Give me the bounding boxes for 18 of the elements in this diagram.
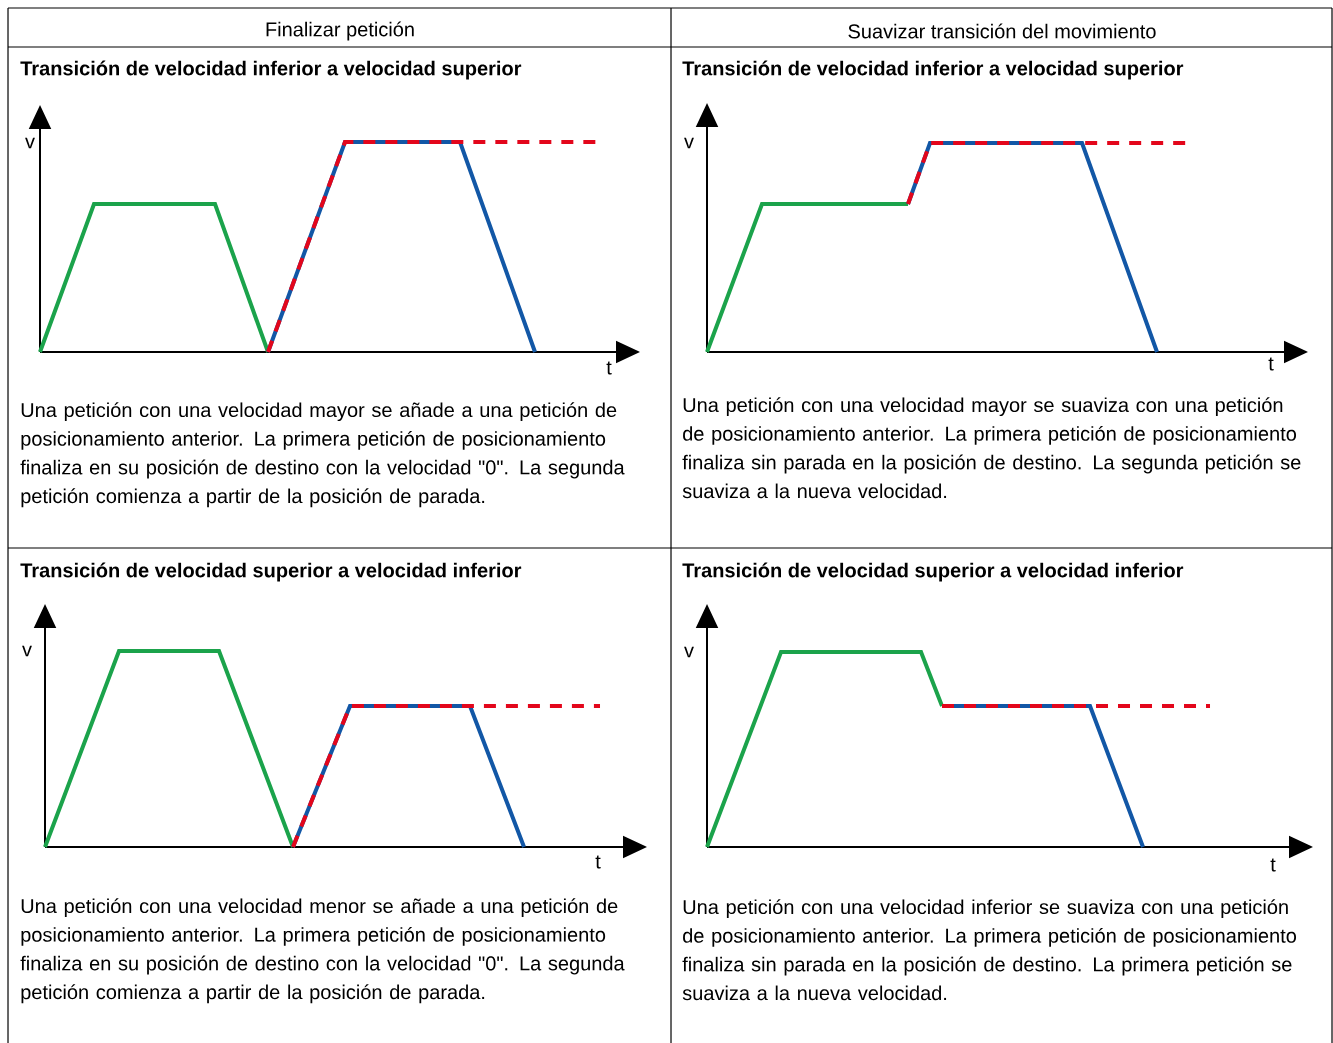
axis-label: v — [684, 646, 694, 658]
description-text: Una petición con una velocidad inferior se suaviza con una petición de posicionamiento anterior. La primera petición de posicionamiento finaliza sin parada en la posición de destino. La primera petición se suaviza a la nueva velocidad. — [682, 899, 1297, 1001]
description-text: Una petición con una velocidad mayor se suaviza con una petición de posicionamiento anterior. La primera petición de posicionamiento finaliza sin parada en la posición de destino. La segunda petición se suaviza a la nueva velocidad. — [682, 397, 1301, 499]
subheading: Transición de velocidad superior a velocidad inferior — [20, 562, 522, 582]
axis-label: t — [595, 855, 601, 869]
subheading: Transición de velocidad superior a velocidad inferior — [682, 562, 1184, 582]
axis-label: v — [22, 645, 32, 657]
axis-label: t — [606, 361, 612, 375]
axis-label: v — [684, 137, 694, 149]
axis-label: t — [1270, 858, 1276, 872]
subheading: Transición de velocidad inferior a velocidad superior — [20, 60, 522, 80]
axis-label: t — [1268, 357, 1274, 371]
description-text: Una petición con una velocidad mayor se añade a una petición de posicionamiento anterior. La primera petición de posicionamiento finaliza en su posición de destino con la velocidad "0". La segunda petición comienza a partir de la posición de parada. — [20, 402, 625, 508]
header-cell: Suavizar transición del movimiento — [848, 23, 1156, 39]
axis-label: v — [25, 137, 35, 149]
subheading: Transición de velocidad inferior a velocidad superior — [682, 60, 1184, 80]
description-text: Una petición con una velocidad menor se añade a una petición de posicionamiento anterior. La primera petición de posicionamiento finaliza en su posición de destino con la velocidad "0". La segunda petición comienza a partir de la posición de parada. — [20, 898, 625, 1004]
header-cell: Finalizar petición — [266, 21, 414, 41]
